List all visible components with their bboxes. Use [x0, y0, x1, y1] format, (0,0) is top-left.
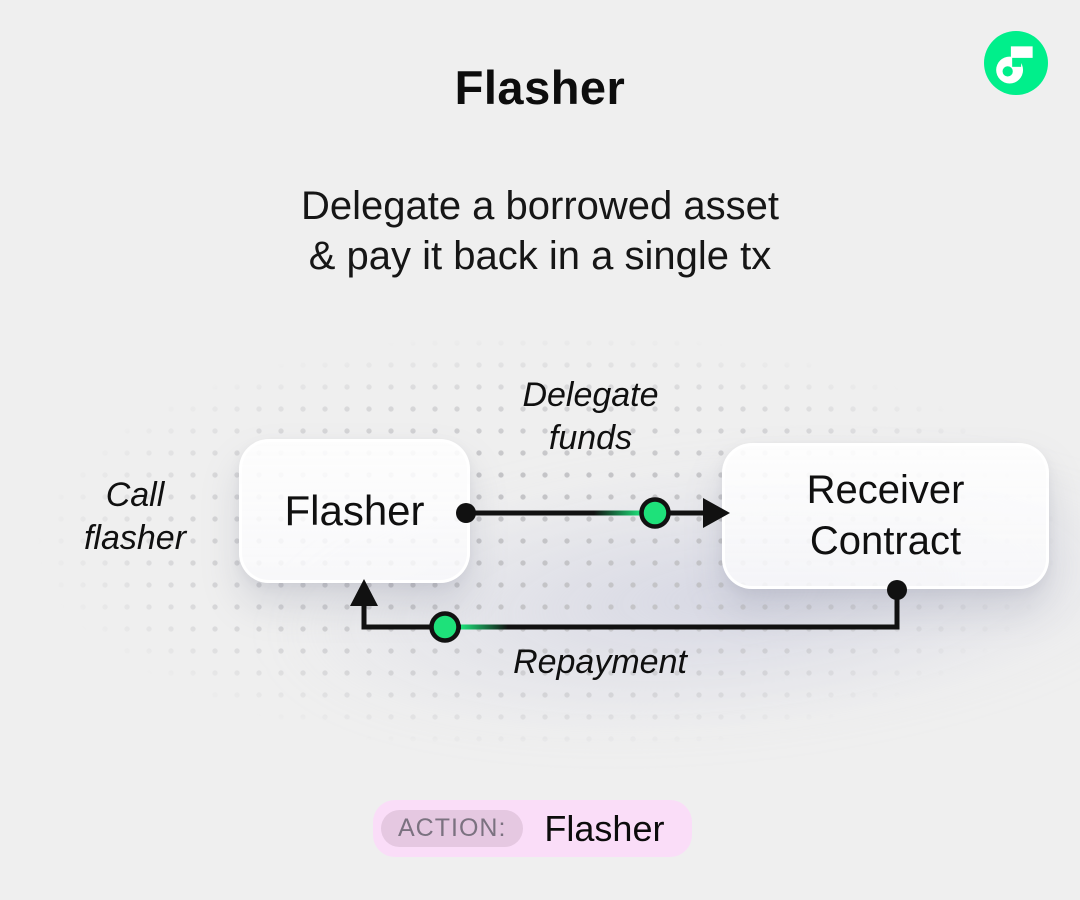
receiver-contract-node: Receiver Contract	[722, 443, 1049, 589]
repayment-label: Repayment	[513, 643, 687, 681]
flow-logo-svg	[984, 31, 1048, 95]
action-badge: ACTION: Flasher	[373, 800, 693, 857]
action-value: Flasher	[544, 807, 665, 849]
flow-logo-icon	[984, 31, 1048, 95]
flasher-node: Flasher	[239, 439, 470, 583]
receiver-contract-node-label: Receiver Contract	[806, 468, 965, 563]
call-flasher-label: Call flasher	[83, 476, 187, 557]
flasher-node-label: Flasher	[284, 487, 425, 534]
page-title: Flasher	[454, 61, 626, 114]
action-label-pill: ACTION:	[381, 810, 524, 847]
delegate-funds-label: Delegate funds	[522, 376, 659, 457]
page-subtitle: Delegate a borrowed asset & pay it back …	[300, 184, 780, 278]
